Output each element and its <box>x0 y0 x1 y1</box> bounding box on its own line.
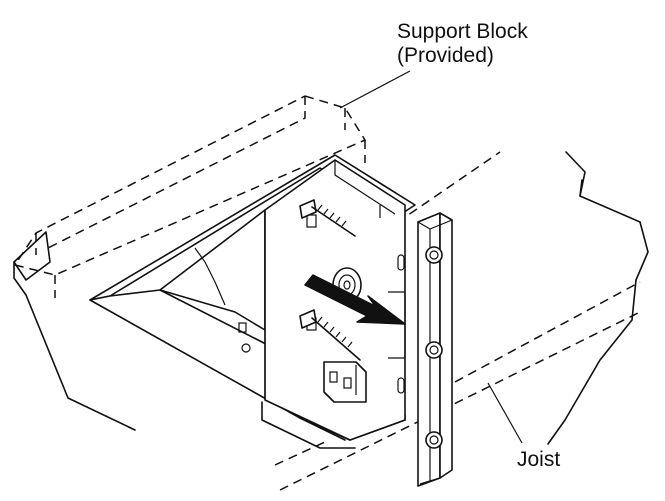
screw-icon <box>299 199 356 237</box>
support-block-label: Support Block (Provided) <box>397 20 528 68</box>
joist-leader <box>487 382 523 444</box>
support-block-outline <box>13 95 367 298</box>
support-block-label-line2: (Provided) <box>397 44 494 67</box>
support-block-label-line1: Support Block <box>397 20 528 43</box>
screw-icon <box>299 309 361 361</box>
left-joist <box>13 231 136 431</box>
arrow-icon <box>304 274 406 325</box>
joist-label: Joist <box>517 448 561 471</box>
right-joist <box>279 151 649 491</box>
mounting-bracket-icon <box>417 212 453 487</box>
support-block-leader <box>339 70 411 109</box>
